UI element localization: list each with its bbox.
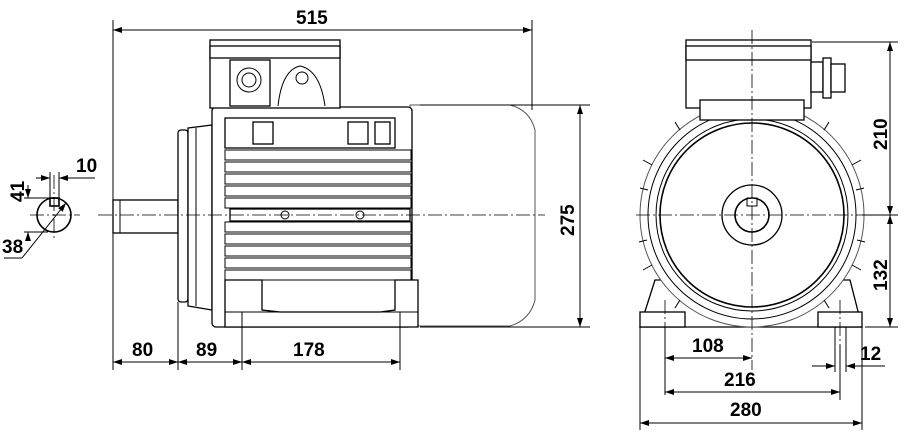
dim-shaft-key-width: 10 — [76, 156, 97, 177]
dim-center-to-top: 210 — [871, 118, 892, 150]
dim-foot-hole-spacing-front: 216 — [724, 370, 756, 391]
dim-shaft-to-foot-hole: 89 — [196, 340, 217, 361]
dim-foot-hole-diameter: 12 — [860, 344, 881, 365]
dim-overall-height: 275 — [558, 204, 579, 236]
dim-shaft-length: 80 — [132, 340, 153, 361]
dim-shaft-diameter: 38 — [2, 237, 23, 258]
dim-overall-length: 515 — [296, 8, 328, 29]
dim-foot-hole-spacing-side: 178 — [293, 340, 325, 361]
side-view-dimensions — [112, 20, 590, 370]
dim-center-to-foot-hole: 108 — [692, 336, 724, 357]
front-view-dimensions — [639, 41, 898, 430]
dim-center-height: 132 — [871, 259, 892, 291]
dim-foot-width: 280 — [730, 400, 762, 421]
dim-shaft-key-height: 41 — [8, 180, 29, 202]
motor-shaft — [112, 199, 179, 234]
motor-front-view — [636, 30, 870, 370]
shaft-end-detail — [4, 172, 95, 259]
motor-side-view — [98, 39, 545, 328]
shaft-keyway — [49, 197, 60, 207]
